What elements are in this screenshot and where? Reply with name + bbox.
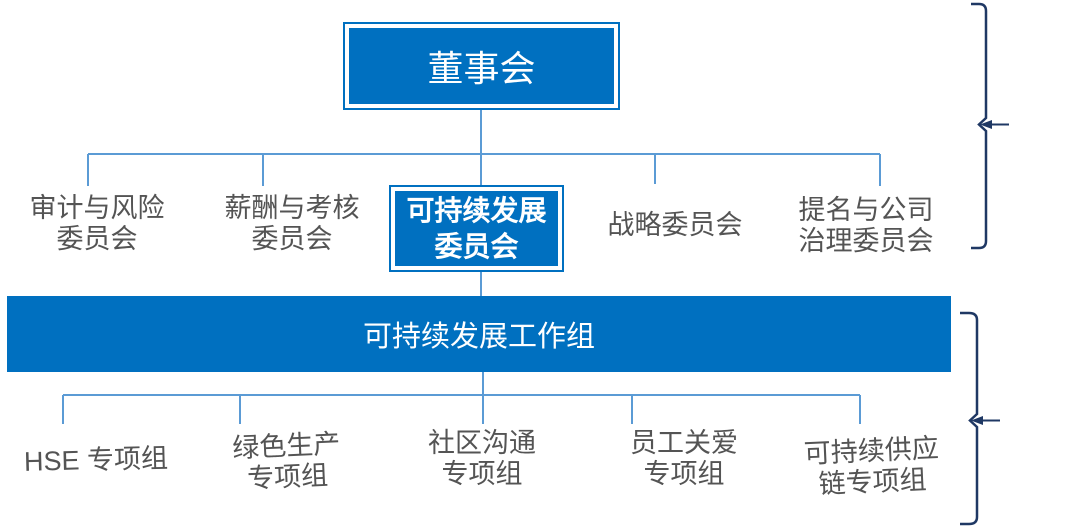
node-employee-care-taskforce: 员工关爱 专项组 bbox=[599, 428, 769, 490]
node-label-line: 员工关爱 bbox=[630, 428, 738, 458]
node-green-production-taskforce: 绿色生产 专项组 bbox=[201, 427, 374, 496]
node-audit-risk-committee: 审计与风险 委员会 bbox=[12, 193, 182, 255]
node-label-line: 提名与公司 bbox=[798, 195, 934, 225]
committees-bracket bbox=[971, 2, 1009, 250]
node-label-line: 审计与风险 bbox=[29, 193, 165, 223]
node-label-line: 薪酬与考核 bbox=[224, 193, 360, 223]
node-board: 董事会 bbox=[343, 22, 620, 110]
node-label-line: HSE 专项组 bbox=[23, 443, 169, 477]
node-label-line: 专项组 bbox=[441, 459, 523, 489]
node-label-line: 社区沟通 bbox=[428, 428, 536, 458]
node-label-line: 专项组 bbox=[643, 459, 725, 489]
node-sustainability-committee: 可持续发展 委员会 bbox=[389, 185, 564, 272]
node-sustainable-supply-chain-taskforce: 可持续供应 链专项组 bbox=[786, 432, 959, 501]
node-board-label: 董事会 bbox=[427, 48, 536, 89]
node-label-line: 战略委员会 bbox=[607, 210, 743, 240]
node-label-line: 可持续发展 bbox=[406, 194, 547, 226]
node-hse-taskforce: HSE 专项组 bbox=[11, 443, 182, 478]
node-remuneration-appraisal-committee: 薪酬与考核 委员会 bbox=[207, 193, 377, 255]
node-label-line: 委员会 bbox=[251, 224, 333, 254]
node-nomination-governance-committee: 提名与公司 治理委员会 bbox=[781, 195, 951, 257]
node-label-line: 委员会 bbox=[56, 224, 138, 254]
node-label-line: 委员会 bbox=[434, 230, 519, 262]
node-label-line: 可持续发展工作组 bbox=[362, 321, 595, 353]
taskforces-bracket bbox=[960, 311, 1000, 526]
node-label-line: 专项组 bbox=[246, 460, 329, 494]
node-sustainability-working-group: 可持续发展工作组 bbox=[7, 296, 951, 372]
node-community-communication-taskforce: 社区沟通 专项组 bbox=[397, 428, 567, 490]
node-label-line: 治理委员会 bbox=[798, 226, 934, 256]
node-strategy-committee: 战略委员会 bbox=[590, 210, 760, 241]
